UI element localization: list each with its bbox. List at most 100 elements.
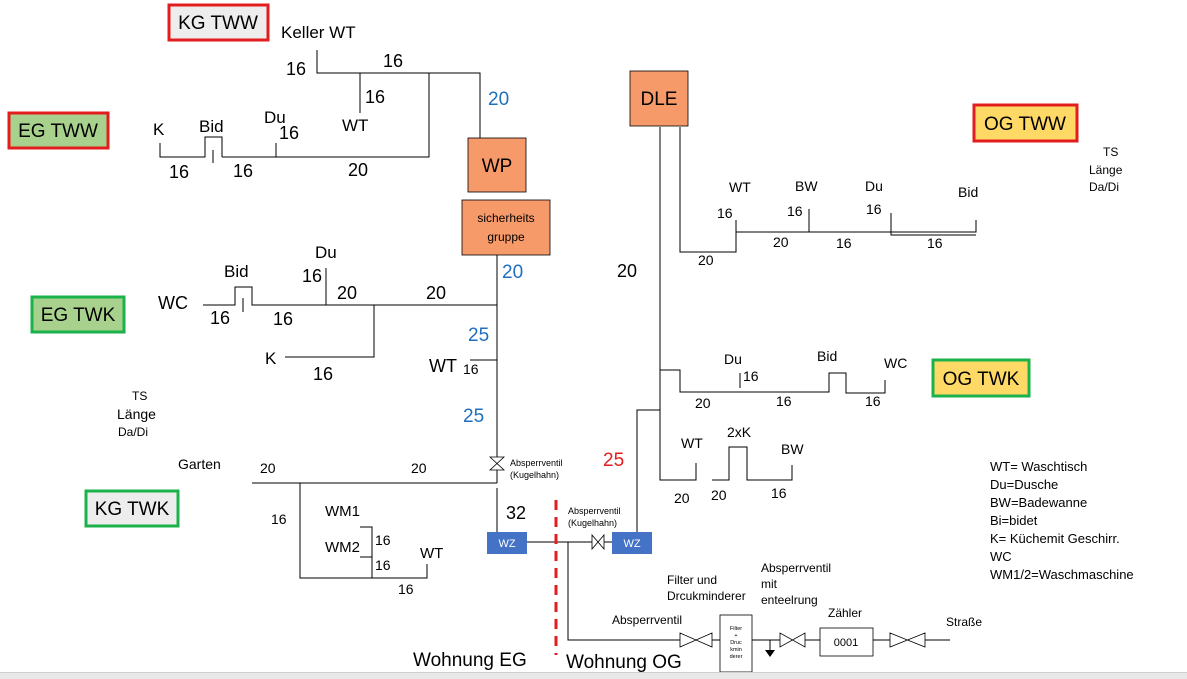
pipe-sizes-colored: 20 20 25 25 25 <box>463 89 624 471</box>
svg-text:16: 16 <box>375 532 391 548</box>
druckminderer-label: Drcukminderer <box>667 589 746 603</box>
svg-text:EG TWK: EG TWK <box>41 305 116 326</box>
svg-text:20: 20 <box>502 262 523 283</box>
ts-label: TS <box>1103 145 1118 159</box>
svg-text:16: 16 <box>927 235 943 251</box>
laenge-label: Länge <box>1089 163 1123 177</box>
legend-item: WM1/2=Waschmaschine <box>990 567 1134 582</box>
du-label: Du <box>315 243 337 262</box>
bid-label: Bid <box>958 184 978 200</box>
svg-text:20: 20 <box>411 460 427 476</box>
pipe-kg-twk-wm1 <box>360 526 373 558</box>
dadi-label: Da/Di <box>1089 180 1119 194</box>
pipe-sizes: 16 16 16 16 16 16 20 16 20 20 16 16 16 2… <box>169 51 637 523</box>
wohnung-og-label: Wohnung OG <box>566 652 682 672</box>
svg-text:20: 20 <box>337 283 357 303</box>
svg-text:16: 16 <box>313 364 333 384</box>
svg-text:OG TWW: OG TWW <box>984 114 1066 135</box>
kugelhahn-label: (Kugelhahn) <box>568 518 617 528</box>
svg-text:16: 16 <box>365 87 385 107</box>
svg-text:20: 20 <box>695 395 711 411</box>
absperrventil-label: Absperrventil <box>612 613 682 627</box>
filter-und-label: Filter und <box>667 573 717 587</box>
wp-label: WP <box>482 156 513 177</box>
dle-box: DLE <box>629 70 689 127</box>
pipes <box>159 50 977 641</box>
svg-text:20: 20 <box>617 261 637 281</box>
wt-label: WT <box>681 435 703 451</box>
svg-text:25: 25 <box>463 406 484 427</box>
2xk-label: 2xK <box>727 424 752 440</box>
zaehler-box: 0001 <box>819 627 874 657</box>
svg-text:20: 20 <box>711 487 727 503</box>
svg-text:16: 16 <box>169 162 189 182</box>
absperrventil-label: Absperrventil <box>568 506 621 516</box>
k-label: K <box>153 120 165 139</box>
label-kg-tww: KG TWW <box>167 3 270 42</box>
svg-text:20: 20 <box>426 283 446 303</box>
absperrventil-label: Absperrventil <box>510 458 563 468</box>
valve-strasse <box>889 632 926 648</box>
du-label: Du <box>724 351 742 367</box>
svg-text:Druc: Druc <box>730 640 742 646</box>
wz-box-right: WZ <box>612 532 652 554</box>
enteelrung-label: enteelrung <box>761 593 818 607</box>
filter-box: Filter + Druc kmin derer <box>719 614 753 672</box>
pipe-og-tww-du <box>890 213 976 236</box>
wz-box-left: WZ <box>487 532 527 554</box>
wt-label: WT <box>342 116 368 135</box>
pipe-eg-tww-bid <box>159 136 223 158</box>
bid-label: Bid <box>199 117 224 136</box>
keller-wt-label: Keller WT <box>281 23 356 42</box>
svg-text:16: 16 <box>398 581 414 597</box>
svg-text:16: 16 <box>836 235 852 251</box>
annotations: TS Länge Da/Di TS Länge Da/Di Absperrven… <box>117 145 1123 629</box>
garten-label: Garten <box>178 456 221 472</box>
wc-label: WC <box>158 293 188 313</box>
svg-text:16: 16 <box>787 203 803 219</box>
svg-text:16: 16 <box>866 201 882 217</box>
pipe-og-twk-top <box>660 369 886 394</box>
wm1-label: WM1 <box>325 503 360 520</box>
wt-label: WT <box>729 179 751 195</box>
svg-text:20: 20 <box>698 252 714 268</box>
pipe-og-tww <box>679 127 977 253</box>
svg-text:KG TWK: KG TWK <box>95 499 170 520</box>
svg-text:16: 16 <box>233 161 253 181</box>
svg-text:16: 16 <box>375 557 391 573</box>
pipe-eg-twk <box>203 286 497 306</box>
svg-text:20: 20 <box>488 89 509 110</box>
wohnung-labels: Wohnung EG Wohnung OG <box>413 650 682 672</box>
svg-text:+: + <box>734 633 737 639</box>
du-label: Du <box>264 108 286 127</box>
bid-label: Bid <box>224 262 249 281</box>
svg-text:Filter: Filter <box>730 626 742 632</box>
svg-text:kmin: kmin <box>730 647 742 653</box>
wp-box: WP <box>467 137 527 193</box>
wm2-label: WM2 <box>325 539 360 556</box>
wz-label-right: WZ <box>623 538 640 550</box>
svg-text:32: 32 <box>506 503 526 523</box>
wt-label: WT <box>420 545 443 562</box>
svg-text:16: 16 <box>210 308 230 328</box>
kugelhahn-label: (Kugelhahn) <box>510 470 559 480</box>
legend: WT= Waschtisch Du=Dusche BW=Badewanne Bi… <box>990 459 1134 582</box>
svg-text:16: 16 <box>865 393 881 409</box>
svg-text:16: 16 <box>771 485 787 501</box>
svg-text:16: 16 <box>271 511 287 527</box>
laenge-label: Länge <box>117 406 156 422</box>
wc-label: WC <box>884 355 907 371</box>
legend-item: WC <box>990 549 1012 564</box>
svg-text:20: 20 <box>348 160 368 180</box>
pipe-og-twk-bottom <box>659 410 697 481</box>
label-kg-twk: KG TWK <box>84 489 180 528</box>
valve-absperr <box>679 632 713 648</box>
absperrventil-label: Absperrventil <box>761 561 831 575</box>
pipe-kg-twk-drop <box>299 483 428 579</box>
legend-item: Du=Dusche <box>990 477 1058 492</box>
wt-label: WT <box>429 356 457 376</box>
bottom-scrollbar[interactable] <box>0 672 1187 679</box>
legend-item: WT= Waschtisch <box>990 459 1087 474</box>
gruppe-label: gruppe <box>487 230 525 244</box>
